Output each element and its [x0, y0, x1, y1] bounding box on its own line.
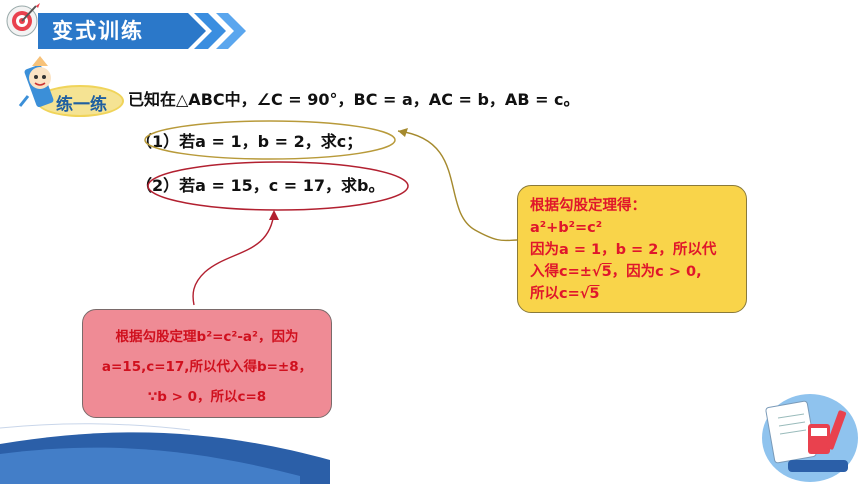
answer-line: 根据勾股定理得： — [530, 198, 646, 214]
connector-red — [192, 211, 275, 306]
answer-text: ，因为c > 0, — [611, 264, 702, 280]
answer-line: 所以c=√5 — [530, 283, 734, 305]
sqrt-value: 5 — [589, 286, 600, 302]
practice-label: 练一练 — [56, 95, 107, 115]
answer-line: a=15,c=17,所以代入得b=±8， — [101, 359, 313, 375]
highlight-ellipse-part-2 — [147, 161, 409, 211]
problem-part-1: （1）若a = 1，b = 2，求c； — [136, 132, 363, 151]
page-title: 变式训练 — [52, 19, 144, 43]
problem-statement: 已知在△ABC中，∠C = 90°，BC = a，AC = b，AB = c。 — [128, 90, 580, 109]
connector-yellow — [397, 130, 518, 242]
answer-text: 入得c=± — [530, 264, 592, 280]
answer-box-part-1: 根据勾股定理得： a²+b²=c² 因为a = 1，b = 2，所以代 入得c=… — [517, 185, 747, 313]
sqrt-symbol: √ — [579, 286, 590, 302]
answer-line: 入得c=±√5，因为c > 0, — [530, 261, 734, 283]
bottom-wave-decoration — [0, 423, 330, 484]
arrow-head-red — [269, 210, 279, 220]
notebook-illustration-icon — [762, 394, 858, 482]
header-banner — [38, 13, 246, 49]
arrow-head-yellow — [398, 128, 408, 137]
answer-line: ∵b > 0，所以c=8 — [147, 389, 267, 405]
pencil-mascot-icon — [18, 56, 124, 117]
answer-box-part-2: 根据勾股定理b²=c²-a²，因为 a=15,c=17,所以代入得b=±8， ∵… — [82, 309, 332, 418]
answer-line: a²+b²=c² — [530, 220, 603, 236]
answer-line: 根据勾股定理b²=c²-a²，因为 — [115, 329, 299, 345]
sqrt-symbol: √ — [591, 264, 602, 280]
problem-part-2: （2）若a = 15，c = 17，求b。 — [136, 176, 385, 195]
sqrt-value: 5 — [601, 264, 612, 280]
target-dart-icon — [6, 3, 40, 37]
answer-text: 所以c= — [530, 286, 580, 302]
highlight-ellipse-part-1 — [144, 120, 396, 160]
answer-line: 因为a = 1，b = 2，所以代 — [530, 242, 717, 258]
